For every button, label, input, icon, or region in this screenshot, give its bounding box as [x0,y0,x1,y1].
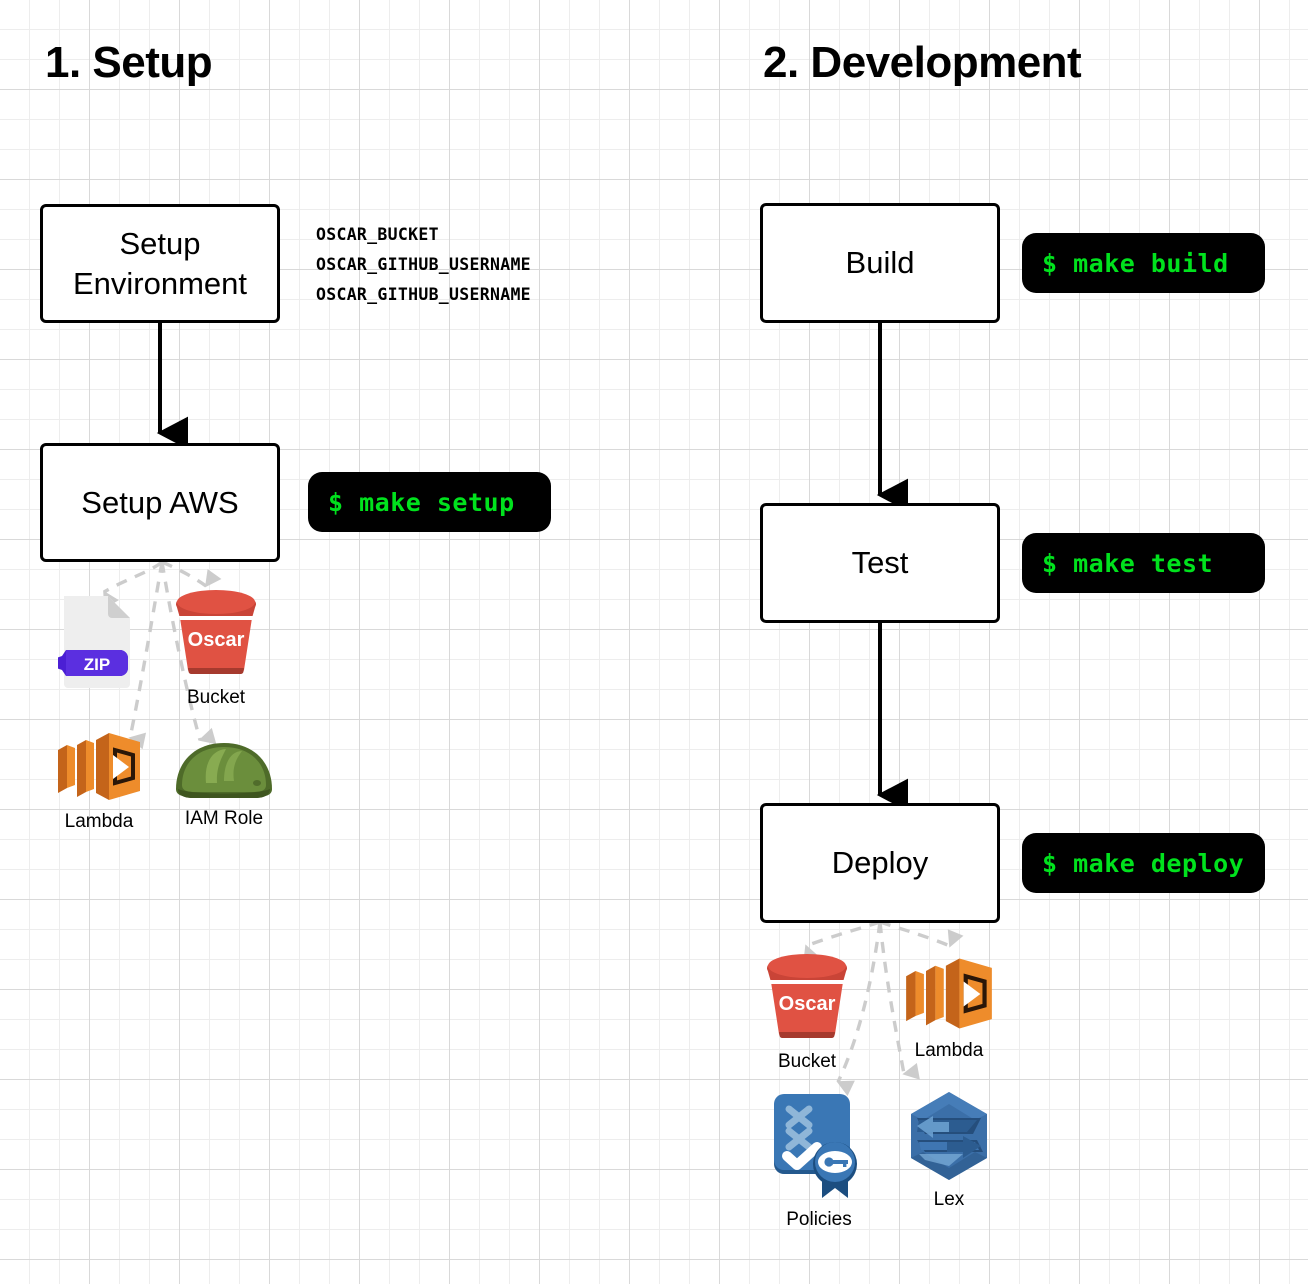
resource-lambda-dev: Lambda [903,955,995,1062]
resource-label-lambda: Lambda [914,1040,984,1061]
node-deploy[interactable]: Deploy [760,803,1000,923]
amazon-lex-icon [903,1090,995,1187]
s3-bucket-icon: Oscar [763,952,851,1049]
section-heading-development: 2. Development [763,38,1082,87]
svg-text:Oscar: Oscar [779,993,836,1015]
env-var-item: OSCAR_GITHUB_USERNAME [316,285,531,304]
resource-label-lex: Lex [933,1189,965,1210]
command-chip-make-deploy[interactable]: $ make deploy [1022,833,1265,893]
resource-label-policies: Policies [786,1209,852,1230]
resource-s3-bucket-dev: Oscar Bucket [763,952,851,1073]
resource-lex: Lex [903,1090,995,1211]
command-chip-make-setup[interactable]: $ make setup [308,472,551,532]
s3-bucket-icon: Oscar [172,588,260,685]
resource-iam-role: IAM Role [172,737,276,830]
resource-policies: Policies [770,1090,868,1231]
dashed-arrow-deploy-to-bucket [803,920,881,963]
env-var-item: OSCAR_GITHUB_USERNAME [316,255,531,274]
resource-zip-artifact: ZIP [56,592,136,695]
node-label-line1: Setup [119,225,201,261]
node-test-label: Test [851,545,909,581]
svg-text:ZIP: ZIP [84,655,110,674]
resource-label-lambda: Lambda [64,811,134,832]
aws-lambda-icon [55,730,143,809]
node-test[interactable]: Test [760,503,1000,623]
resource-s3-bucket-setup: Oscar Bucket [172,588,260,709]
node-setup-aws-label: Setup AWS [81,484,239,520]
node-setup-environment[interactable]: Setup Environment [40,204,280,323]
command-chip-make-test[interactable]: $ make test [1022,533,1265,593]
zip-file-icon: ZIP [56,592,136,695]
resource-lambda-setup: Lambda [55,730,143,833]
resource-label-bucket: Bucket [186,687,246,708]
dashed-arrow-deploy-to-lambda [879,920,964,948]
dashed-arrow-setup-aws-to-bucket [161,560,222,588]
env-var-list: OSCAR_BUCKET OSCAR_GITHUB_USERNAME OSCAR… [316,220,531,310]
node-setup-environment-label: Setup Environment [73,224,247,303]
iam-policies-icon [770,1090,868,1207]
env-var-item: OSCAR_BUCKET [316,225,439,244]
node-deploy-label: Deploy [831,845,929,881]
svg-text:Oscar: Oscar [188,629,245,651]
node-setup-aws[interactable]: Setup AWS [40,443,280,562]
dashed-arrow-setup-aws-to-zip [103,560,164,609]
command-chip-make-build[interactable]: $ make build [1022,233,1265,293]
hard-hat-icon [172,737,276,806]
resource-label-iam-role: IAM Role [184,808,264,829]
section-heading-setup: 1. Setup [45,38,213,87]
node-build[interactable]: Build [760,203,1000,323]
dashed-arrow-deploy-to-lex [878,921,920,1080]
resource-label-bucket: Bucket [777,1051,837,1072]
aws-lambda-icon [903,955,995,1038]
node-build-label: Build [845,245,915,281]
node-label-line2: Environment [72,265,248,301]
